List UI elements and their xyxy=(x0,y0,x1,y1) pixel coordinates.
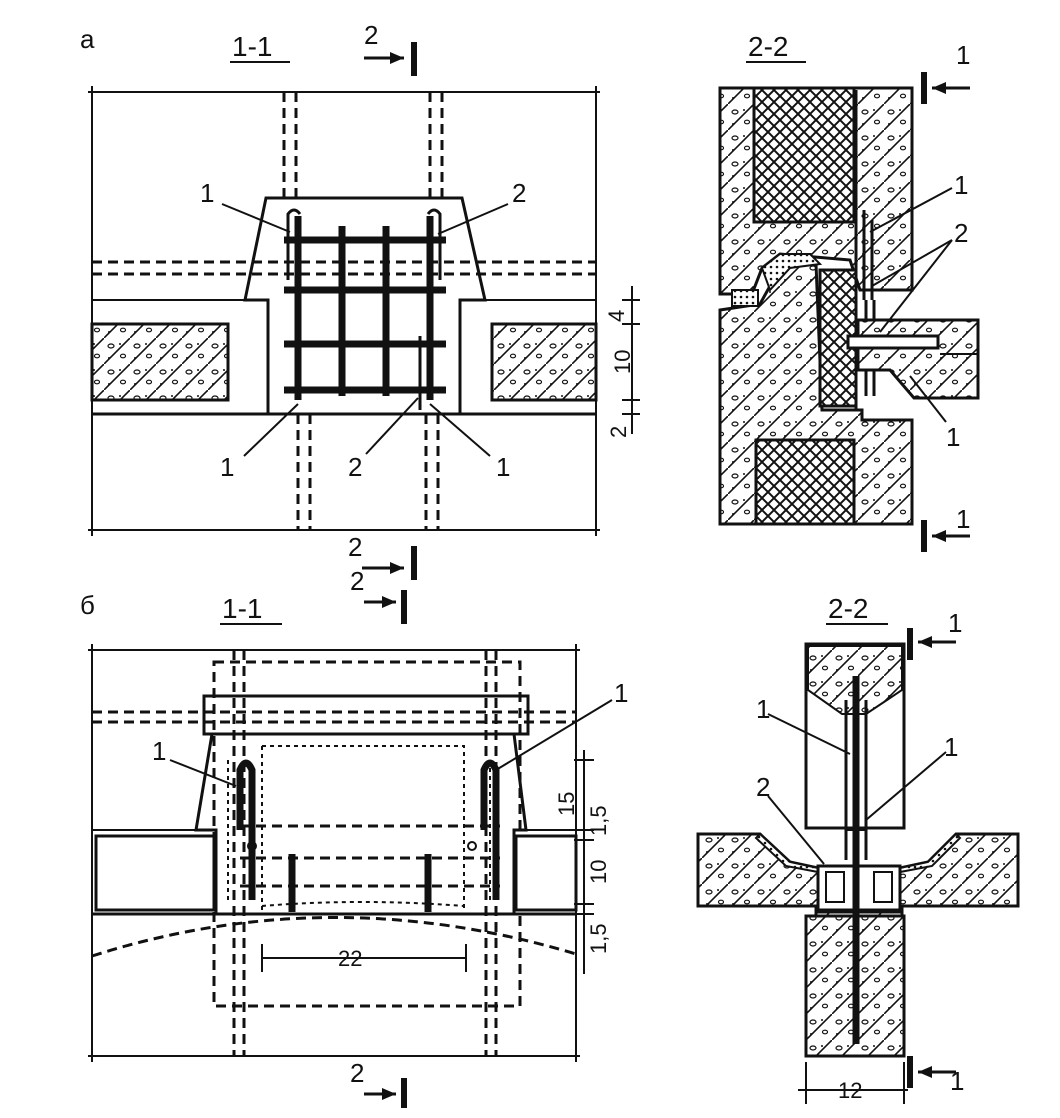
dim-a-10: 10 xyxy=(610,350,635,374)
callout-b-left-2: 1 xyxy=(614,678,628,708)
dim-b-10: 10 xyxy=(586,860,611,884)
panel-a-section-2-2: 2-2 1 1 1 2 1 xyxy=(718,31,980,552)
callout-b-right-2: 2 xyxy=(756,772,770,802)
panel-b-letter: б xyxy=(80,590,95,620)
rebar-cage xyxy=(284,208,446,410)
dim-b-22: 22 xyxy=(338,946,362,971)
dim-a-2: 2 xyxy=(606,426,631,438)
panel-b-cut-marker-right-top: 1 xyxy=(948,608,962,638)
panel-b-section-2-2: 2-2 1 1 1 2 1 xyxy=(696,593,1020,1104)
dim-a-4: 4 xyxy=(604,310,629,322)
panel-a-cut-marker-right-bottom: 1 xyxy=(956,504,970,534)
panel-a-section-1-title: 1-1 xyxy=(232,31,272,62)
panel-b-section-1-1: б 1-1 2 2 xyxy=(80,566,628,1108)
panel-a-section-1-1: а 1-1 2 2 xyxy=(80,20,640,580)
panel-b-section-2-title: 2-2 xyxy=(828,593,868,624)
callout-a-left-2: 2 xyxy=(512,178,526,208)
callout-b-left-1: 1 xyxy=(152,736,166,766)
dim-b-1-5-bottom: 1,5 xyxy=(586,923,611,954)
callout-a-left-1: 1 xyxy=(200,178,214,208)
callout-a-right-1: 1 xyxy=(954,170,968,200)
panel-a-cut-marker-right-top: 1 xyxy=(956,40,970,70)
panel-b-section-1-title: 1-1 xyxy=(222,593,262,624)
panel-b-cut-marker-top: 2 xyxy=(350,566,364,596)
panel-b-cut-marker-bottom: 2 xyxy=(350,1058,364,1088)
callout-b-right-1: 1 xyxy=(756,694,770,724)
panel-a-letter: а xyxy=(80,24,95,54)
dim-b-1-5-top: 1,5 xyxy=(586,805,611,836)
callout-a-right-2: 2 xyxy=(954,218,968,248)
dim-b-12: 12 xyxy=(838,1078,862,1103)
panel-a-section-2-title: 2-2 xyxy=(748,31,788,62)
panel-a-cut-marker-top: 2 xyxy=(364,20,378,50)
dim-b-15: 15 xyxy=(554,792,579,816)
callout-a-right-3: 1 xyxy=(946,422,960,452)
panel-a-cut-marker-bottom: 2 xyxy=(348,532,362,562)
callout-b-right-3: 1 xyxy=(944,732,958,762)
callout-a-left-4: 2 xyxy=(348,452,362,482)
callout-a-left-5: 1 xyxy=(496,452,510,482)
callout-a-left-3: 1 xyxy=(220,452,234,482)
